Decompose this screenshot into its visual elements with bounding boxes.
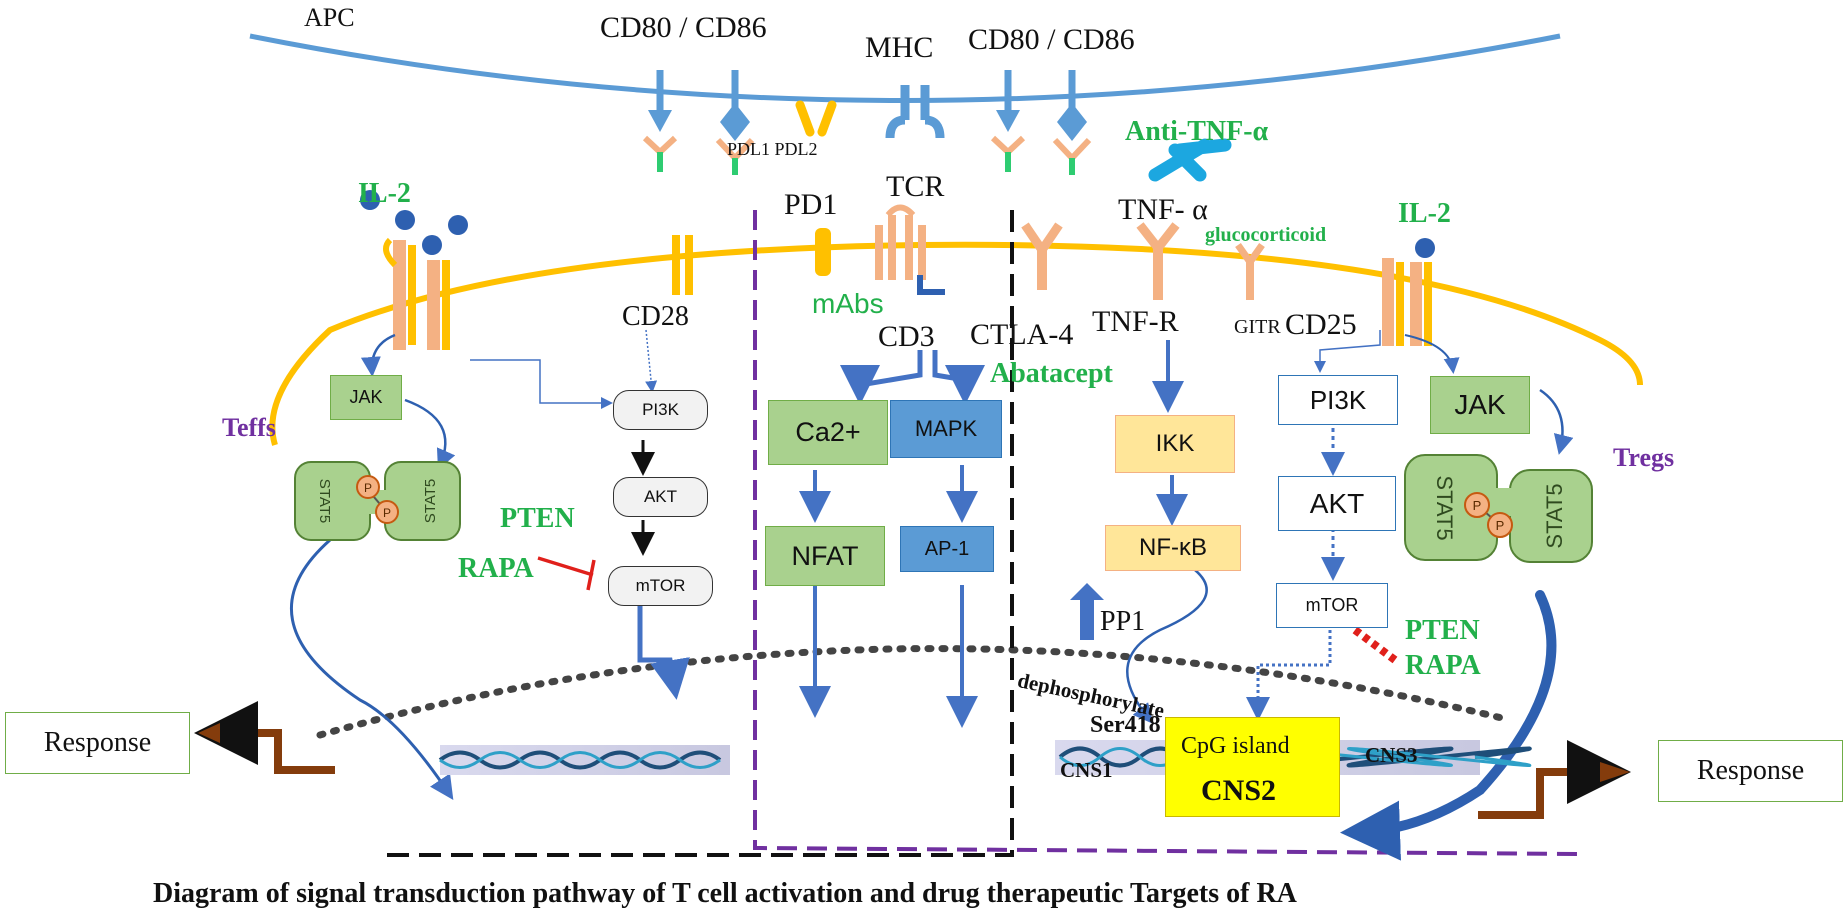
cns3-label: CNS3 [1365,743,1418,767]
svg-text:P: P [364,481,372,495]
tcr-label: TCR [886,170,945,203]
mtor-left-box: mTOR [608,566,713,606]
akt-left-box: AKT [613,477,708,517]
cd3-label: CD3 [878,320,935,353]
rapa-left-label: RAPA [458,553,534,584]
jak-to-stat5-arrow [404,398,456,470]
cd3-to-mapk-arrow [932,350,985,405]
cd3-to-ca2-arrow [840,350,923,405]
pdl1-pdl2-label: PDL1 PDL2 [727,139,818,159]
il2-right-label: IL-2 [1398,198,1451,229]
jak-left-box: JAK [330,375,402,420]
stat5-dimer-left: P P STAT5 STAT5 [294,461,461,541]
glucocorticoid-label: glucocorticoid [1205,224,1327,246]
mabs-label: mAbs [812,288,884,319]
pten-rapa-inhibit-left [537,556,596,591]
mapk-box: MAPK [890,400,1002,458]
purple-dashed-region [753,210,1581,856]
tnf-alpha-label: TNF- α [1118,193,1208,226]
pten-left-label: PTEN [500,503,575,534]
jak-to-stat5-right-arrow [1539,388,1574,455]
il2-left-receptor [360,190,468,350]
cns1-label: CNS1 [1060,758,1113,782]
cd25-to-pi3k-arrow [1314,330,1381,373]
jak-right-box: JAK [1430,376,1530,434]
pten-rapa-inhibit-right [1352,626,1398,664]
response-left-arrow [194,701,335,774]
svg-text:P: P [383,506,391,520]
cd25-label: CD25 [1285,308,1357,341]
cns2-box: CpG island CNS2 [1165,717,1340,817]
il2-to-pi3k-arrow [470,359,613,409]
anti-tnf-antibody [1148,138,1232,182]
cns2-label: CNS2 [1201,774,1277,807]
gitr-receptor [1235,242,1265,300]
anti-tnf-label: Anti-TNF-α [1125,116,1269,147]
response-right-arrow [1478,740,1631,819]
il2-right-receptor [1382,238,1435,346]
tregs-label: Tregs [1613,443,1675,472]
mhc-receptor [885,85,945,139]
akt-right-box: AKT [1278,476,1396,531]
tnfr-receptor [1136,222,1180,300]
response-right-box: Response [1658,740,1843,802]
cd80-cd86-left-receptors [642,70,755,175]
cd28-receptor [672,235,693,295]
cd80-cd86-right-label: CD80 / CD86 [968,23,1135,56]
pten-right-label: PTEN [1405,615,1480,646]
gitr-label: GITR [1234,316,1281,338]
pd1-label: PD1 [784,188,838,221]
tnfr-label: TNF-R [1092,305,1179,338]
cd80-cd86-left-label: CD80 / CD86 [600,11,767,44]
cd28-label: CD28 [622,301,689,332]
svg-text:P: P [1496,518,1505,533]
nucleus-membrane [316,645,1514,739]
svg-text:P: P [1473,498,1482,513]
nfkb-to-pp1-arrow [1126,569,1208,724]
pi3k-right-box: PI3K [1278,375,1398,425]
svg-text:STAT5: STAT5 [422,479,439,523]
stat5-to-dna-arrow [289,538,454,800]
pdl1-pdl2-ligands [795,100,837,137]
mtor-right-box: mTOR [1276,583,1388,628]
nfat-box: NFAT [765,526,885,586]
cpg-island-label: CpG island [1181,733,1290,759]
dna-left [438,745,730,775]
figure-caption: Diagram of signal transduction pathway o… [153,878,1297,909]
svg-text:STAT5: STAT5 [1432,475,1457,540]
svg-text:STAT5: STAT5 [316,479,333,523]
tcr-receptor [875,204,945,295]
ikk-box: IKK [1115,415,1235,473]
stat5-to-cns-right-arrow [1340,590,1557,861]
ca2-box: Ca2+ [768,400,888,465]
rapa-right-label: RAPA [1405,650,1481,681]
il2-left-label: IL-2 [358,178,411,209]
cd25-to-jak-arrow [1404,334,1460,374]
apc-label: APC [304,3,355,32]
mhc-label: MHC [865,31,934,64]
ap1-box: AP-1 [900,526,994,572]
ser418-label: Ser418 [1090,712,1161,738]
abatacept-label: Abatacept [990,358,1113,389]
cd28-to-pi3k-arrow [645,329,658,393]
pp1-label: PP1 [1100,606,1146,637]
teffs-label: Teffs [222,413,276,442]
mtor-to-cns2-arrow [1246,630,1332,721]
pp1-up-arrow [1070,583,1104,640]
pd1-receptor [815,228,831,276]
cd80-cd86-right-receptors [990,70,1092,175]
nfkb-box: NF-κB [1105,525,1241,571]
stat5-dimer-right: P P STAT5 STAT5 [1404,454,1593,563]
ctla4-label: CTLA-4 [970,318,1074,351]
pi3k-left-box: PI3K [613,390,708,430]
svg-text:STAT5: STAT5 [1542,483,1567,548]
il2-to-jak-arrow [360,333,396,377]
black-dashed-region [380,210,1014,857]
mtor-to-nucleus-arrow [637,605,690,700]
response-left-box: Response [5,712,190,774]
ctla4-receptor [1021,222,1063,290]
